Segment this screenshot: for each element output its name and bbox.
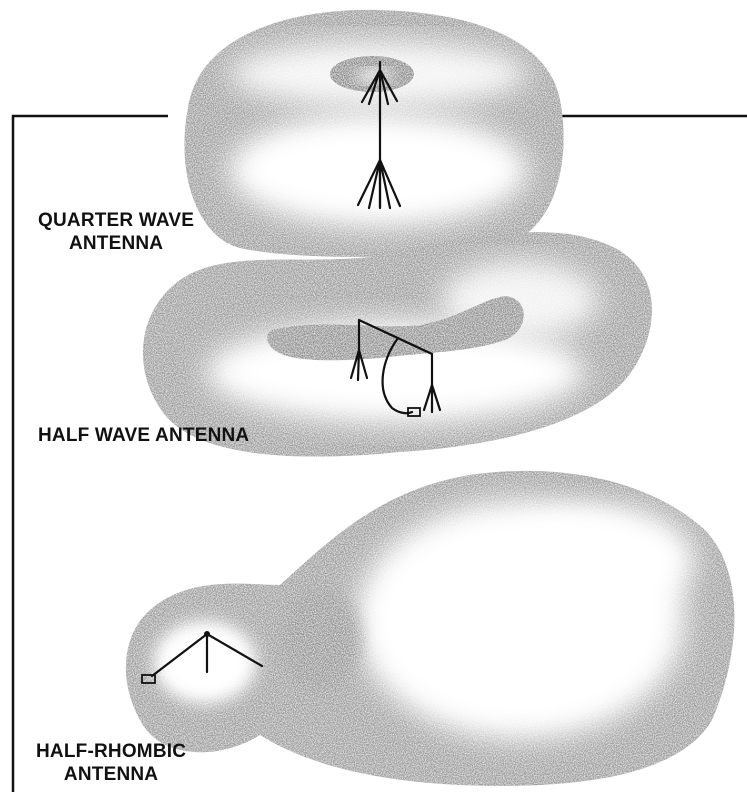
quarter-wave-label-line-1: QUARTER WAVE <box>38 209 194 232</box>
quarter-wave-label-line-2: ANTENNA <box>38 232 194 255</box>
quarter-wave-pattern <box>184 10 563 257</box>
half-rhombic-antenna-label: HALF-RHOMBIC ANTENNA <box>36 740 186 786</box>
half-wave-antenna-label: HALF WAVE ANTENNA <box>38 424 249 447</box>
half-rhombic-label-line-2: ANTENNA <box>36 763 186 786</box>
half-rhombic-label-line-1: HALF-RHOMBIC <box>36 740 186 763</box>
quarter-wave-antenna-label: QUARTER WAVE ANTENNA <box>38 209 194 255</box>
half-wave-label-line-1: HALF WAVE ANTENNA <box>38 424 249 447</box>
half-wave-pattern <box>143 232 652 456</box>
half-rhombic-pattern <box>126 471 735 786</box>
